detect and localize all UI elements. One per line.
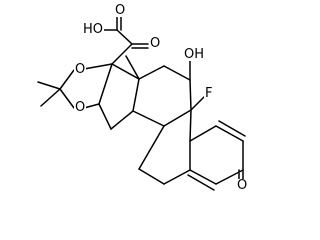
acid-carbonyl-o-label: O	[114, 3, 127, 18]
bond-c-c	[116, 29, 133, 45]
bond-c9-f	[190, 94, 207, 111]
c11-hydroxyl-label: OH	[183, 47, 206, 62]
bond-c13-c12	[138, 65, 165, 80]
bond-c4-c5-double	[187, 174, 215, 191]
bond-c12-c11	[163, 65, 191, 81]
bond-c17-c13	[111, 63, 140, 80]
bond-c5-c6	[163, 169, 191, 185]
acetonide-o2-label: O	[74, 100, 87, 115]
bond-c1-c2-double	[218, 120, 246, 137]
bond-ring-o2-c16	[83, 103, 100, 109]
bond-c8-c14	[132, 110, 165, 127]
acid-hydroxyl-label: HO	[82, 22, 105, 37]
bond-c11-c9	[189, 79, 192, 111]
bond-c-ring-o1	[59, 69, 75, 90]
structure-canvas: HO O O O O OH F O	[37, 3, 249, 193]
bond-methyl-a	[37, 81, 61, 90]
bond-c16-c17	[98, 63, 113, 105]
bond-c4-c5	[189, 169, 217, 185]
bond-c-ring-o2	[59, 88, 75, 109]
bond-c17-side	[111, 43, 133, 65]
molecule-structure	[37, 12, 246, 191]
bond-c15-c16	[98, 103, 112, 130]
bond-c13-methyl	[125, 55, 140, 80]
bond-c9-c8	[163, 109, 192, 127]
ketone-o-label: O	[236, 178, 249, 193]
bond-c13-c14	[132, 78, 140, 112]
acetonide-o1-label: O	[74, 62, 87, 77]
keto-carbonyl-o-label: O	[149, 36, 162, 51]
fluorine-label: F	[204, 86, 214, 101]
bond-c10-c1	[189, 125, 217, 142]
bond-ring-o1-c17	[83, 63, 113, 70]
bond-c7-c8	[138, 125, 165, 170]
bond-c14-c15	[110, 110, 134, 130]
bond-c9-c10	[189, 109, 192, 142]
bond-c6-c7	[138, 168, 165, 185]
bond-c1-c2	[215, 125, 244, 142]
bond-methyl-b	[40, 88, 61, 107]
